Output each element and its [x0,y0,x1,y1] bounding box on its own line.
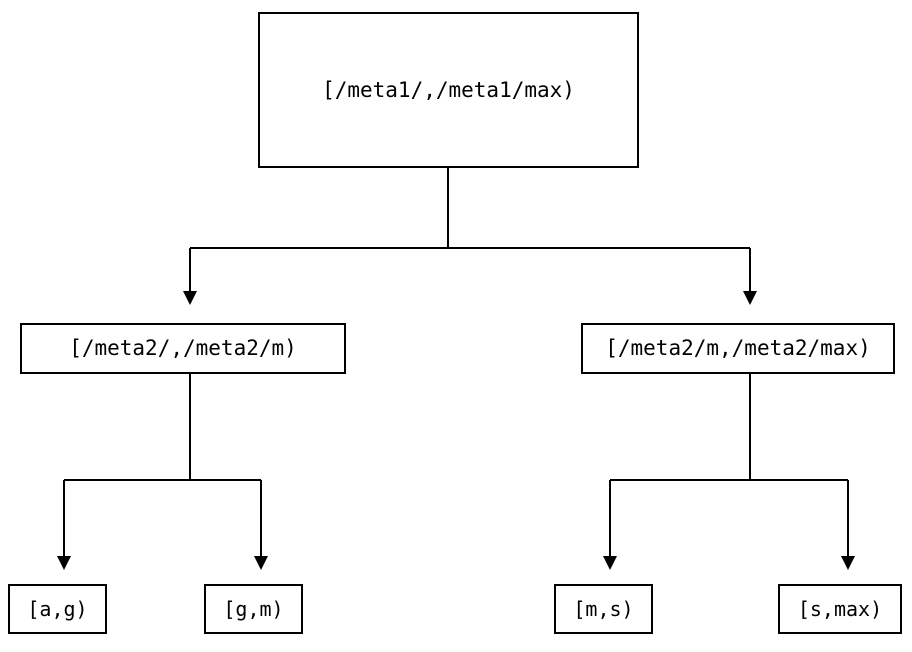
node-leaf-smax[interactable]: [s,max) [778,584,902,634]
node-leaf-ag[interactable]: [a,g) [8,584,107,634]
arrowhead-mid-left [183,291,197,305]
node-leaf-ms-label: [m,s) [573,597,634,621]
node-leaf-ag-label: [a,g) [27,597,88,621]
node-leaf-ms[interactable]: [m,s) [554,584,653,634]
node-root-label: [/meta1/,/meta1/max) [322,77,575,102]
node-mid-left-label: [/meta2/,/meta2/m) [69,336,297,360]
arrowhead-leaf-ms [603,556,617,570]
node-mid-right-label: [/meta2/m,/meta2/max) [605,336,871,360]
node-mid-right[interactable]: [/meta2/m,/meta2/max) [581,323,895,374]
node-leaf-smax-label: [s,max) [797,597,883,621]
arrowhead-leaf-smax [841,556,855,570]
arrowhead-mid-right [743,291,757,305]
arrowhead-leaf-gm [254,556,268,570]
node-leaf-gm[interactable]: [g,m) [204,584,303,634]
node-root[interactable]: [/meta1/,/meta1/max) [258,12,639,168]
node-leaf-gm-label: [g,m) [223,597,284,621]
arrowhead-leaf-ag [57,556,71,570]
node-mid-left[interactable]: [/meta2/,/meta2/m) [20,323,346,374]
